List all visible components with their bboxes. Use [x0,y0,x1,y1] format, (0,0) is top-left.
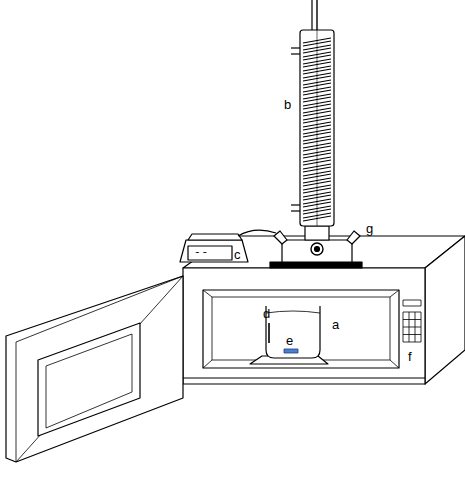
control-keypad [403,300,421,342]
callout-letter: f [408,350,412,363]
door-edge [16,276,183,462]
callout-letter: b [284,98,291,111]
probe-cable [238,230,276,236]
display-readout: -- [194,247,209,258]
condenser-arm [291,53,300,54]
door-window [38,323,140,436]
temperature-probe [268,323,270,343]
adapter-port [315,247,320,252]
reaction-flask [266,306,320,358]
controller-top [188,234,242,240]
adapter-port [311,243,323,255]
adapter-base [270,262,362,268]
condenser-arm [291,47,300,48]
oven-door [6,276,183,462]
door-window-inner [46,334,132,428]
cavity-back [390,297,399,368]
cavity-back [203,297,212,368]
condenser-jacket [300,30,334,226]
condenser-coil [303,30,331,226]
stir-bar [284,349,298,353]
coil-core [317,30,318,226]
condenser-arm [291,210,300,211]
cavity-back [203,290,399,297]
oven-front [183,268,425,384]
controller-display [188,246,232,260]
condenser-outlet [316,0,317,30]
callout-letter: a [332,318,339,331]
callout-letter: c [234,248,241,261]
condenser-joint [305,226,329,240]
oven-cavity [203,290,399,368]
condenser-outlet [311,0,312,30]
callout-letter: d [263,307,270,320]
side-port [347,231,360,244]
adapter-head [282,240,352,262]
callout-letter: g [366,222,373,235]
liquid-level [266,311,320,313]
callout-letter: e [286,334,293,347]
condenser-arm [291,204,300,205]
oven-base-line [183,377,425,378]
oven-side [425,236,465,384]
controller-box [180,240,248,262]
